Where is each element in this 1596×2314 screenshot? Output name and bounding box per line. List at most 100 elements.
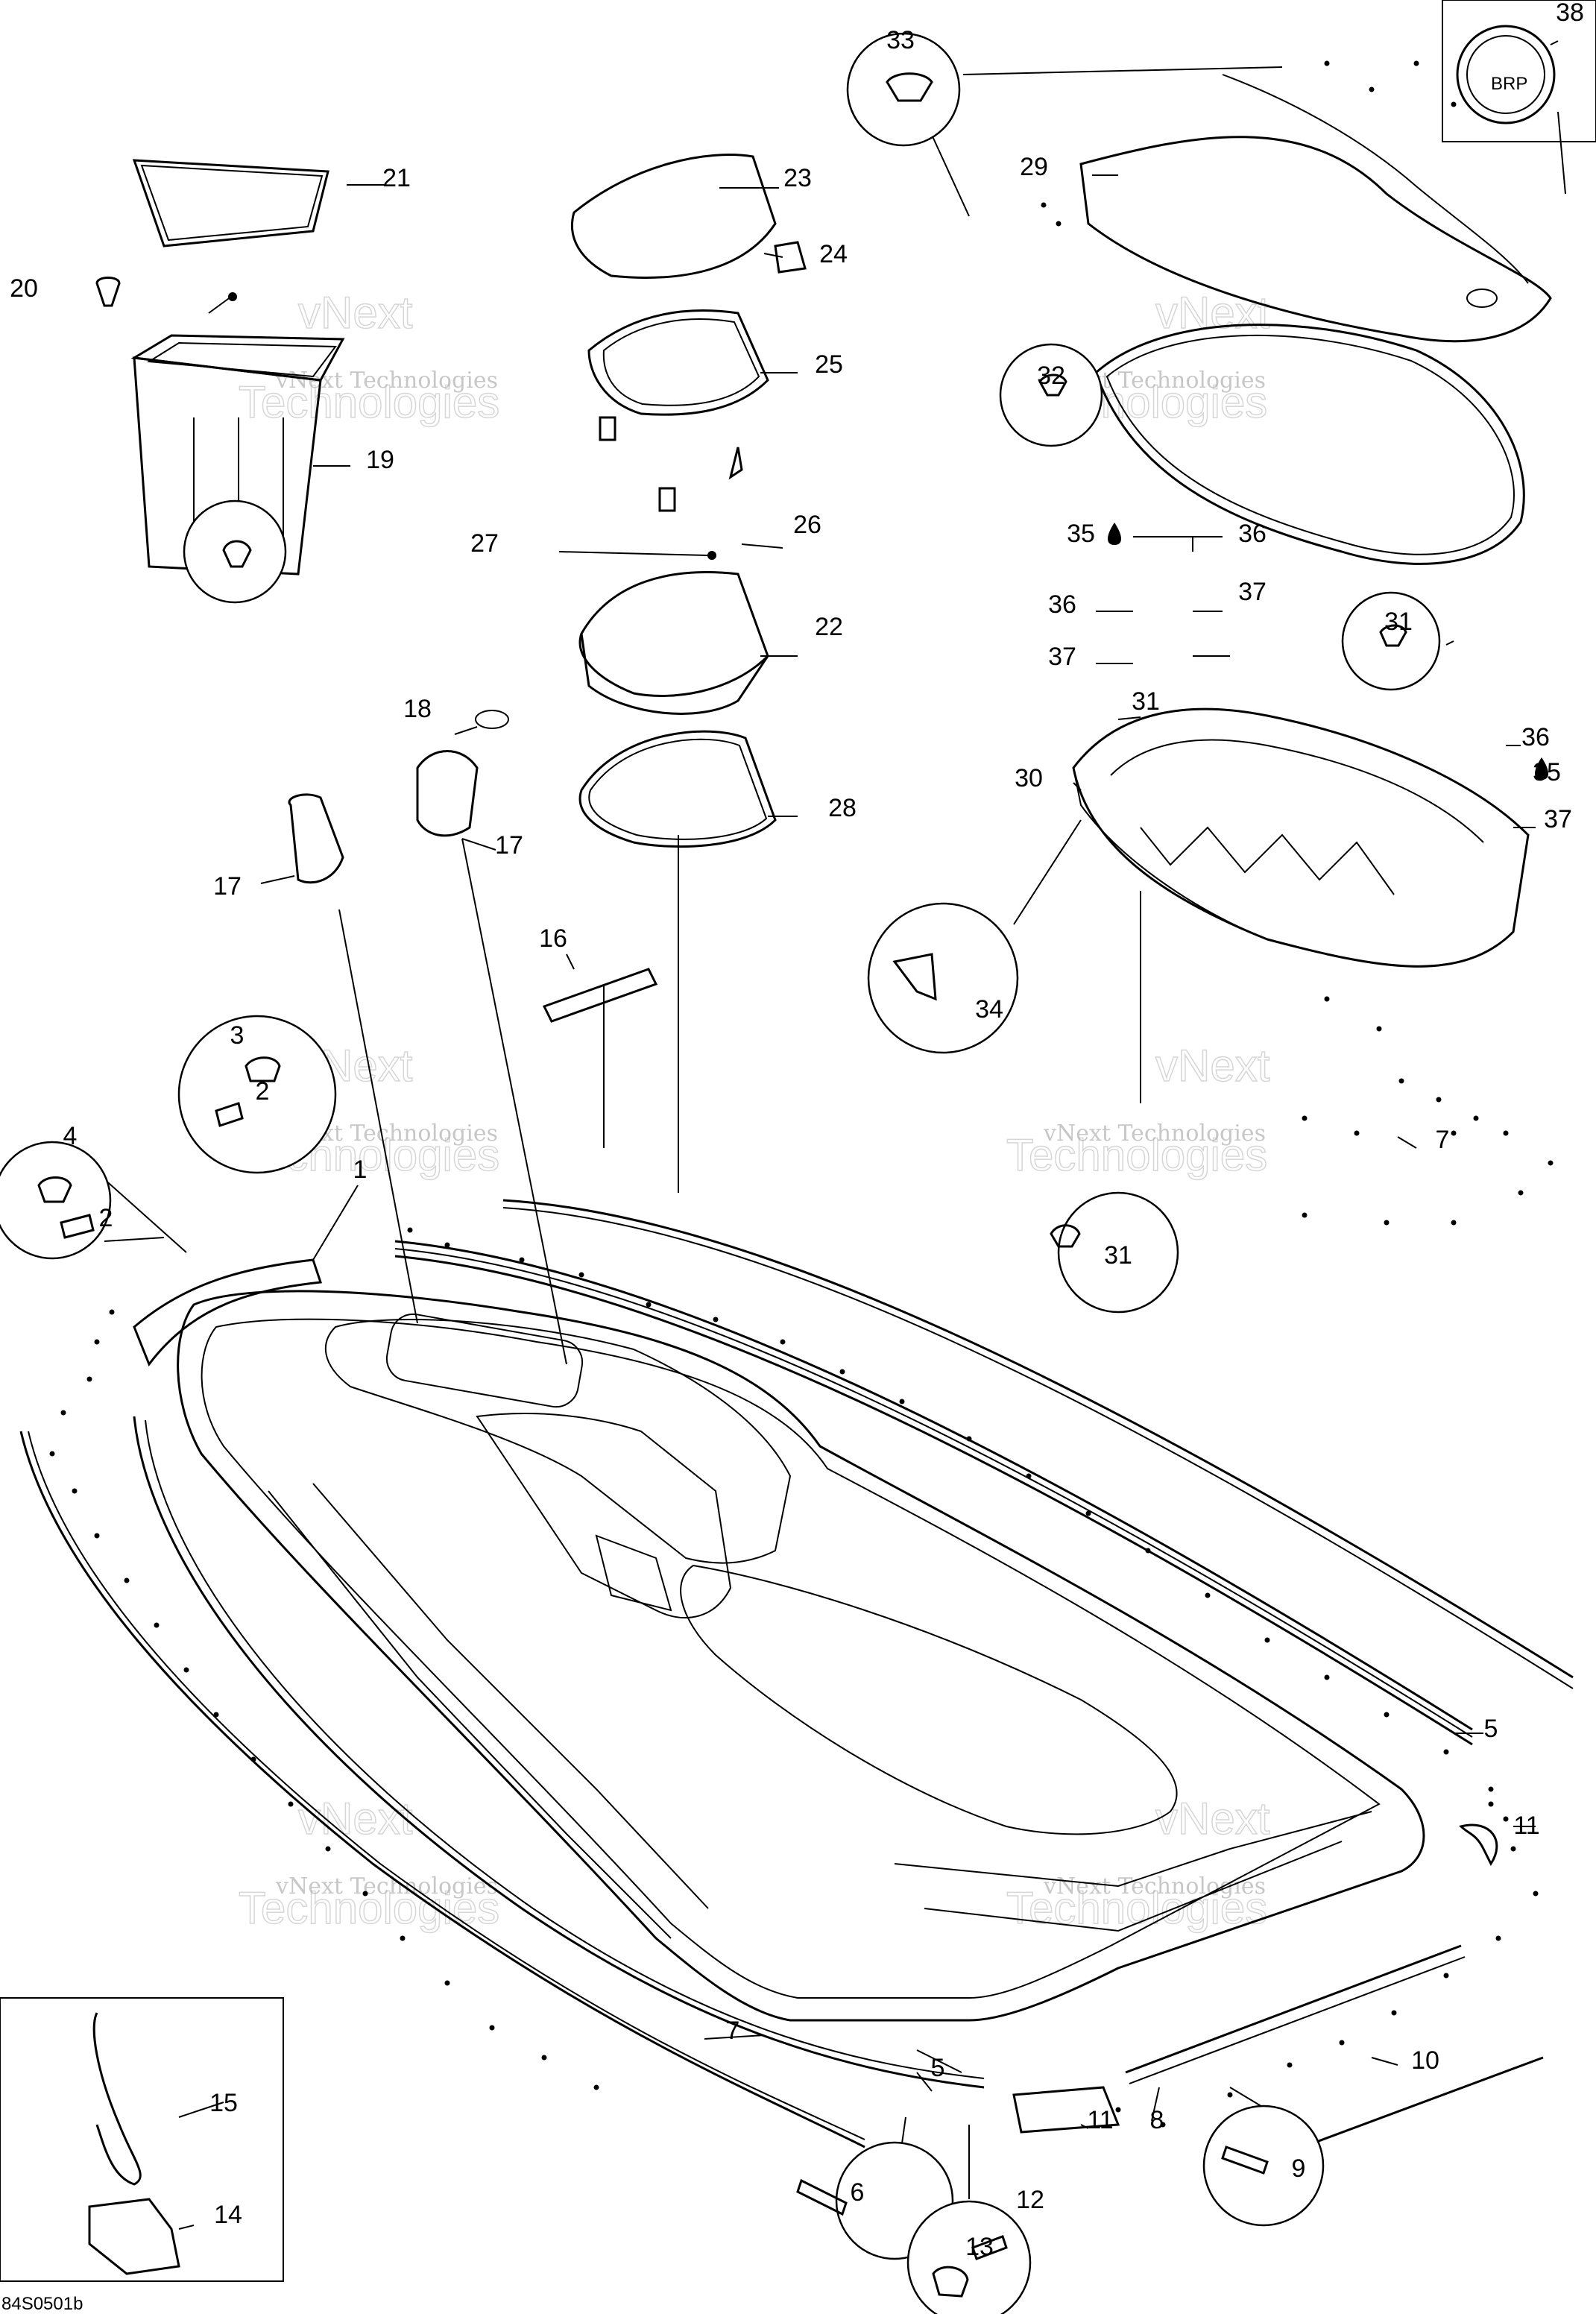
watermark-big-technologies: Technologies (1006, 1130, 1267, 1180)
drop-icon (1108, 523, 1121, 545)
brp-logo-badge: BRP (1442, 0, 1596, 142)
hardware-dot (1160, 2122, 1166, 2128)
front-hatch-assembly (1079, 74, 1552, 565)
leader-line (1013, 819, 1082, 925)
callout-15: 15 (209, 2089, 238, 2117)
detail-part (215, 1102, 244, 1127)
hardware-dot (1533, 1891, 1539, 1897)
leader-line (704, 2034, 765, 2040)
watermark-text: vNext Technologies (1043, 1120, 1266, 1147)
callout-2: 2 (256, 1077, 270, 1106)
callout-19: 19 (366, 446, 394, 474)
hardware-dot (1451, 1130, 1457, 1136)
hardware-dots (49, 60, 1554, 2128)
hardware-dot (250, 1756, 256, 1762)
leader-line (1371, 2057, 1398, 2066)
hardware-dot (1413, 60, 1419, 66)
hardware-dot (288, 1801, 294, 1807)
hardware-dot (1443, 1749, 1449, 1755)
leader-line (208, 296, 232, 314)
detail-bubble (1202, 2105, 1325, 2227)
hardware-dot (519, 1257, 525, 1263)
leader-line (454, 726, 478, 735)
leader-line (916, 2072, 933, 2092)
leader-line (763, 253, 783, 258)
callout-11: 11 (1513, 1812, 1539, 1840)
hardware-dot (1205, 1592, 1211, 1598)
watermark-bottom-right: vNext vNext Technologies Technologies (1006, 1793, 1270, 1934)
detail-bubble (177, 1015, 337, 1174)
callout-11: 11 (1087, 2106, 1113, 2134)
callout-30: 30 (1015, 764, 1043, 792)
callout-31: 31 (1104, 1241, 1132, 1270)
hardware-dot (1339, 2040, 1345, 2046)
callout-9: 9 (1292, 2154, 1306, 2183)
callout-25: 25 (815, 350, 843, 379)
hardware-dot (362, 1891, 368, 1897)
hardware-dot (1436, 1097, 1442, 1103)
detail-part (1050, 1224, 1081, 1248)
leader-line (558, 551, 709, 556)
hardware-dot (1324, 996, 1330, 1002)
hardware-dot (713, 1317, 719, 1322)
hardware-dot (1488, 1801, 1494, 1807)
leader-line (178, 2225, 195, 2230)
hardware-dot (1488, 1786, 1494, 1792)
hardware-dot (1354, 1130, 1360, 1136)
hardware-dot (1085, 1510, 1091, 1516)
leader-line (1397, 1136, 1417, 1149)
hardware-dot (1302, 1115, 1308, 1121)
watermark-text: vNext Technologies (275, 368, 498, 394)
hardware-dot (1041, 202, 1047, 208)
detail-part (892, 953, 937, 1001)
hardware-dot (1503, 1130, 1509, 1136)
callout-21: 21 (382, 164, 411, 192)
leader-line (1080, 2124, 1089, 2129)
leader-line (461, 838, 496, 851)
watermark-mid-right: vNext vNext Technologies Technologies (1006, 1040, 1270, 1181)
hardware-dot (966, 1436, 972, 1442)
hardware-dot (444, 1242, 450, 1248)
callout-29: 29 (1020, 153, 1048, 181)
hardware-dot (1324, 1674, 1330, 1680)
hardware-dot (1227, 2092, 1233, 2098)
callout-36: 36 (1048, 590, 1076, 619)
leader-line (901, 2116, 906, 2144)
hardware-dot (1115, 2107, 1121, 2113)
detail-part (1221, 2146, 1269, 2175)
watermark-big-vnext: vNext (298, 288, 413, 338)
leader-line (338, 909, 418, 1324)
hardware-dot (94, 1339, 100, 1345)
callout-24: 24 (819, 240, 848, 268)
hardware-dot (578, 1272, 584, 1278)
callout-20: 20 (10, 274, 38, 303)
hardware-dot (1369, 86, 1375, 92)
callout-labels: 1223455677891011111213141516171718192021… (10, 0, 1584, 2261)
hardware-dot (444, 1980, 450, 1986)
diagram-code: 84S0501b (1, 2294, 83, 2314)
hardware-dot (1384, 1712, 1390, 1718)
detail-part (886, 72, 933, 102)
inset-box (0, 1997, 284, 2282)
hardware-dot (1443, 1973, 1449, 1979)
hardware-dot (489, 2025, 495, 2031)
callout-36: 36 (1521, 723, 1550, 751)
hardware-dot (109, 1309, 115, 1315)
hardware-dot (1324, 60, 1330, 66)
leader-line (1550, 40, 1559, 45)
callout-26: 26 (793, 511, 821, 539)
callout-5: 5 (931, 2054, 945, 2082)
hardware-dot (1495, 1935, 1501, 1941)
brp-logo-text: BRP (1491, 74, 1527, 94)
hardware-dot (780, 1339, 786, 1345)
callout-3: 3 (230, 1021, 245, 1050)
hardware-dot (1302, 1212, 1308, 1218)
rub-rail-strips (19, 1199, 1574, 2178)
detail-bubble (1341, 591, 1441, 691)
hardware-dot (1518, 1190, 1524, 1196)
callout-6: 6 (851, 2178, 865, 2207)
callout-17: 17 (213, 872, 242, 901)
rear-bumper-pieces (1012, 1823, 1498, 2134)
hardware-dot (839, 1369, 845, 1375)
